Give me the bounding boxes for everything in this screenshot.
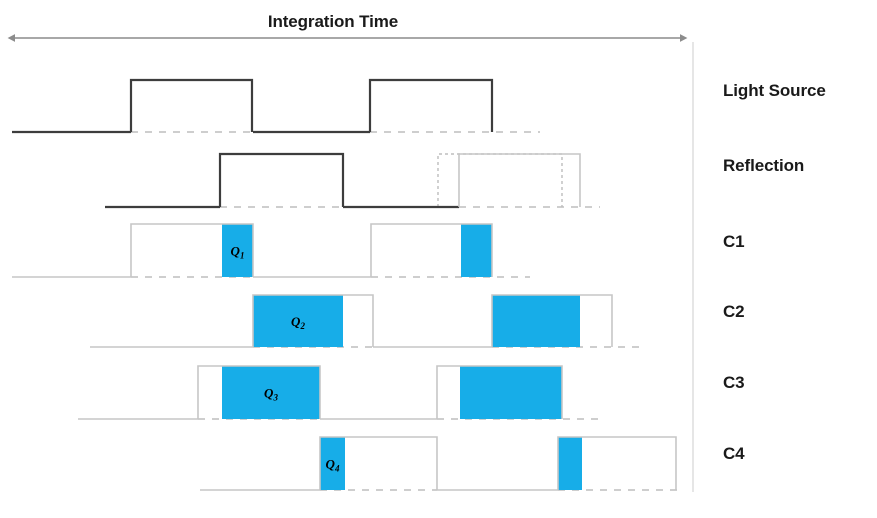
pulse-outline-c2-1 (491, 294, 613, 347)
pulse-outline-c1-0 (130, 223, 254, 277)
waveform-row-c1: Q1 (12, 223, 530, 278)
row-label-c4: C4 (723, 444, 745, 463)
row-label-reflection: Reflection (723, 156, 804, 175)
waveform-row-reflection (105, 152, 600, 209)
pulse-outline-light-source-0 (129, 78, 254, 132)
pulse-outline-c2-0 (252, 294, 374, 347)
pulse-outline-reflection-1 (458, 153, 581, 207)
ghost-pulse-reflection-0 (437, 153, 563, 207)
charge-label-sub-c4: 4 (334, 464, 340, 474)
pulse-outline-c3-1 (436, 365, 563, 419)
pulse-outline-c4-0 (319, 436, 438, 490)
pulse-outline-light-source-1 (368, 78, 494, 132)
integration-time-axis: Integration Time (7, 12, 694, 492)
waveform-row-c2: Q2 (90, 294, 645, 348)
charge-region-c4-0 (320, 437, 345, 490)
charge-region-c3-1 (460, 366, 562, 419)
charge-region-c4-1 (558, 437, 582, 490)
charge-label-sub-c2: 2 (299, 321, 305, 331)
charge-region-c2-1 (492, 295, 580, 347)
charge-label-sub-c3: 3 (272, 393, 278, 403)
waveform-row-c3: Q3 (78, 365, 600, 420)
charge-region-c1-0 (222, 224, 253, 277)
waveform-row-c4: Q4 (200, 436, 680, 491)
waveform-row-light-source (12, 78, 540, 134)
pulse-outline-c1-1 (370, 223, 493, 277)
charge-region-c2-0 (253, 295, 343, 347)
row-label-c1: C1 (723, 232, 745, 251)
row-label-light-source: Light Source (723, 81, 826, 100)
diagram-title: Integration Time (268, 12, 398, 31)
row-label-c2: C2 (723, 302, 745, 321)
row-label-c3: C3 (723, 373, 745, 392)
pulse-outline-c4-1 (557, 436, 677, 490)
pulse-outline-c3-0 (197, 365, 321, 419)
pulse-outline-reflection-0 (218, 152, 345, 207)
charge-label-sub-c1: 1 (240, 251, 245, 261)
charge-region-c3-0 (222, 366, 320, 419)
charge-region-c1-1 (461, 224, 492, 277)
